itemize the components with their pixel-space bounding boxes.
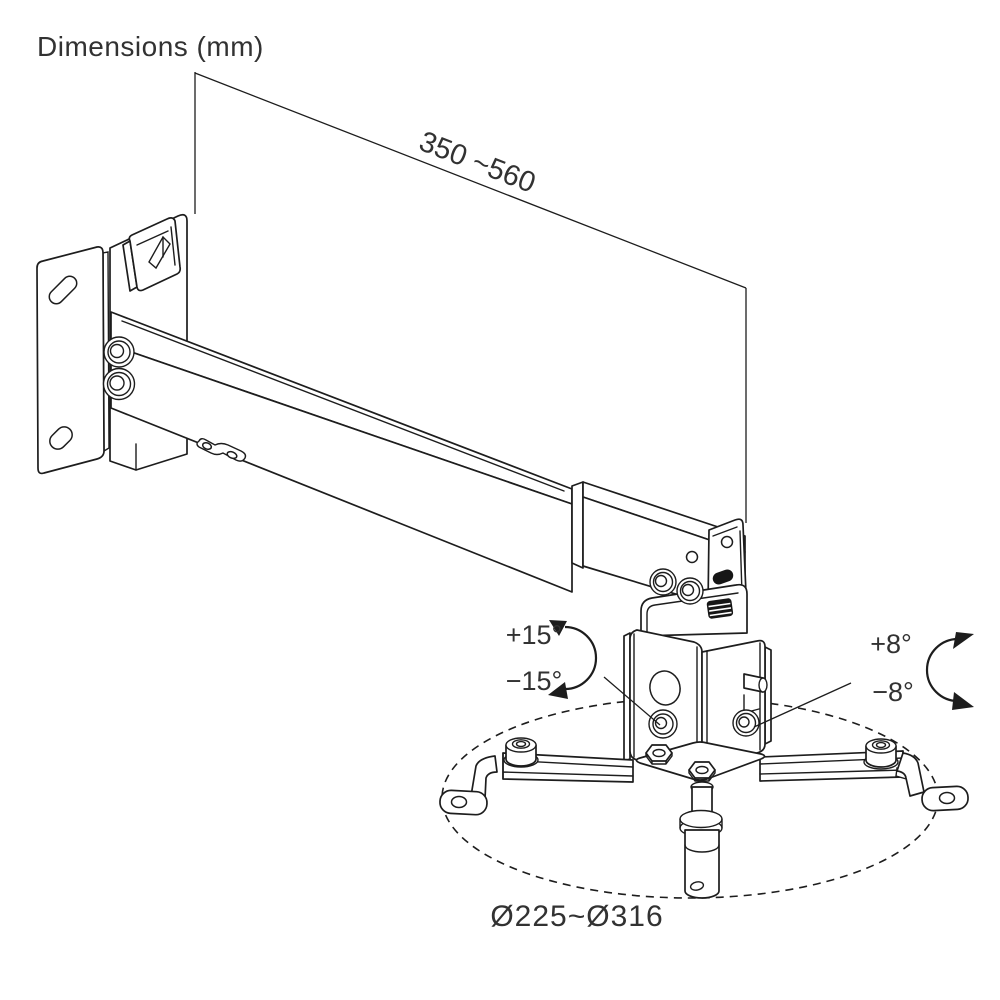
tilt-plus-label: +15°: [506, 620, 563, 650]
head-right-flange: [765, 647, 771, 744]
wall-bracket-assembly: [37, 215, 747, 636]
swivel-arrow-up: [953, 632, 974, 649]
set-screw: [707, 598, 733, 618]
head-right-face: [702, 641, 765, 773]
foot-hole-right: [940, 793, 955, 804]
latch-hole-2: [226, 450, 238, 459]
tube-hole: [687, 552, 698, 563]
dimension-line: [195, 73, 746, 288]
clamp-tongue: [149, 237, 170, 268]
mounting-slot-upper: [46, 273, 79, 306]
standoff-right: [864, 739, 898, 769]
foot-hole-left: [452, 797, 467, 808]
tilt-annotation: +15° −15°: [506, 620, 660, 725]
tilt-leader-line: [604, 677, 660, 725]
head-round-hole: [647, 668, 683, 707]
foot-strap-right: [897, 753, 924, 796]
swivel-plus-label: +8°: [870, 629, 912, 659]
tilt-arrow-down: [548, 682, 568, 699]
head-strap: [641, 585, 747, 636]
swivel-minus-label: −8°: [872, 677, 914, 707]
bracket-bolt-upper: [104, 337, 134, 367]
swivel-arrow-down: [952, 692, 974, 710]
tilt-minus-label: −15°: [506, 666, 563, 696]
hex-bolt-right: [689, 762, 715, 781]
end-cap-fold: [713, 527, 742, 594]
tube-bolt-right: [677, 578, 703, 604]
centre-column: [680, 782, 722, 898]
hex-bolt-left: [646, 745, 672, 764]
tilt-head: [624, 630, 771, 779]
clamp-fold-lines: [137, 227, 175, 265]
swivel-arc: [927, 639, 958, 701]
mounting-slot-lower: [47, 424, 76, 453]
tilt-bolt-left: [649, 710, 677, 738]
swivel-annotation: +8° −8°: [754, 629, 974, 727]
diameter-range-label: Ø225~Ø316: [490, 900, 663, 933]
tilt-arrow-up: [549, 620, 567, 636]
tilt-bolt-right: [733, 710, 759, 736]
end-cap-hole: [722, 537, 733, 548]
bracket-bolt-lower: [104, 369, 135, 400]
tilt-arc: [565, 627, 596, 689]
length-range-label: 350 ~560: [415, 126, 540, 200]
strap-fold: [647, 593, 738, 634]
peg-end: [759, 678, 767, 692]
swivel-leader-line: [754, 683, 851, 727]
standoff-left: [504, 738, 538, 767]
arm-fold-line: [122, 321, 564, 491]
spider-adapter: [439, 738, 968, 898]
tube-bolt-left: [650, 569, 676, 595]
arm-tube-lip: [572, 482, 583, 568]
page-title: Dimensions (mm): [37, 31, 264, 62]
adjustment-slot: [712, 568, 735, 585]
latch-hole: [202, 442, 213, 451]
